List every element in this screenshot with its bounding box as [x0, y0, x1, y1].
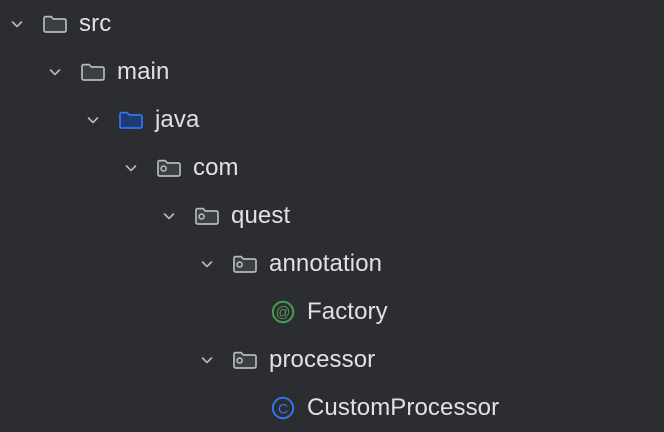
svg-text:@: @ [276, 305, 291, 321]
svg-text:C: C [278, 400, 288, 416]
chevron-down-icon[interactable] [116, 153, 146, 183]
source-root-folder-icon [116, 105, 146, 135]
tree-node-label: CustomProcessor [307, 394, 500, 421]
chevron-down-icon[interactable] [2, 9, 32, 39]
tree-node-label: src [79, 10, 112, 37]
tree-row-Factory[interactable]: @ Factory [0, 288, 664, 336]
class-icon: C [268, 393, 298, 423]
package-icon [192, 201, 222, 231]
folder-icon [40, 9, 70, 39]
tree-row-processor[interactable]: processor [0, 336, 664, 384]
chevron-down-icon[interactable] [192, 249, 222, 279]
chevron-down-icon[interactable] [40, 57, 70, 87]
annotation-type-icon: @ [268, 297, 298, 327]
tree-node-label: quest [231, 202, 291, 229]
chevron-down-icon[interactable] [154, 201, 184, 231]
tree-row-src[interactable]: src [0, 0, 664, 48]
tree-node-label: main [117, 58, 170, 85]
package-icon [230, 345, 260, 375]
tree-node-label: com [193, 154, 239, 181]
tree-node-label: processor [269, 346, 376, 373]
folder-icon [78, 57, 108, 87]
tree-row-main[interactable]: main [0, 48, 664, 96]
package-icon [230, 249, 260, 279]
tree-row-quest[interactable]: quest [0, 192, 664, 240]
package-icon [154, 153, 184, 183]
chevron-down-icon[interactable] [78, 105, 108, 135]
tree-node-label: annotation [269, 250, 383, 277]
tree-row-annotation[interactable]: annotation [0, 240, 664, 288]
tree-row-java[interactable]: java [0, 96, 664, 144]
tree-node-label: java [155, 106, 200, 133]
tree-row-CustomProcessor[interactable]: C CustomProcessor [0, 384, 664, 432]
chevron-down-icon[interactable] [192, 345, 222, 375]
tree-row-com[interactable]: com [0, 144, 664, 192]
tree-node-label: Factory [307, 298, 388, 325]
